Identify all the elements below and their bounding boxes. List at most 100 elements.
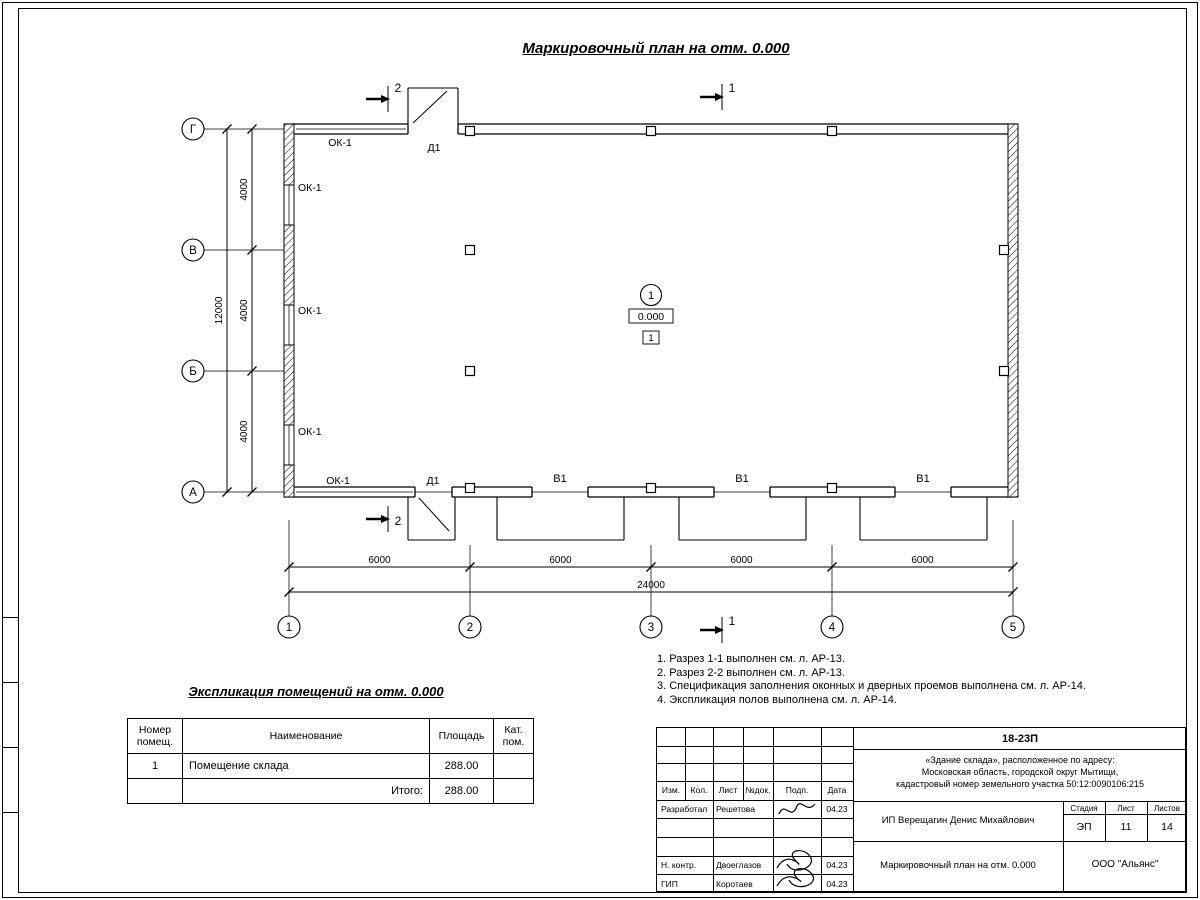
dimension-labels: 4000 4000 4000 12000 6000 6000 6000 6000…	[214, 178, 934, 591]
stamp-line	[1105, 801, 1106, 841]
explication-col-name: Наименование	[182, 718, 430, 754]
developed-date: 04.23	[826, 804, 848, 814]
section-label: 1	[729, 81, 736, 95]
room-marker-labels: 1 0.000 1	[638, 290, 664, 344]
project-address-1: «Здание склада», расположенное по адресу…	[925, 755, 1115, 765]
explication-col-number: Номер помещ.	[127, 718, 183, 754]
explication-col-cat: Кат. пом.	[493, 718, 534, 754]
stamp-line	[821, 728, 822, 893]
stamp-line	[1063, 801, 1064, 893]
stamp-line	[657, 781, 853, 782]
room-cat-cell	[493, 753, 534, 779]
stage-value: ЭП	[1076, 821, 1092, 833]
gate-tag: В1	[916, 473, 929, 485]
section-label: 2	[395, 81, 402, 95]
stamp-header-data: Дата	[827, 785, 847, 795]
stamp-line	[713, 728, 714, 893]
dim-label: 6000	[730, 555, 753, 566]
room-name-cell: Помещение склада	[182, 753, 430, 779]
project-address-3: кадастровый номер земельного участка 50:…	[896, 779, 1144, 789]
columns	[464, 125, 1010, 494]
window-tag: ОК-1	[298, 305, 322, 317]
total-label: Итого:	[182, 778, 430, 804]
gip-date: 04.23	[826, 879, 848, 889]
window-tag: ОК-1	[298, 426, 322, 438]
stamp-doc-title: Маркировочный план на отм. 0.000	[880, 860, 1036, 871]
left-margin-field-divider	[3, 617, 18, 618]
explication-col-area: Площадь	[429, 718, 494, 754]
gip-name: Коротаев	[716, 879, 753, 889]
stamp-line	[657, 855, 853, 857]
stamp-line	[853, 749, 1187, 750]
wall-lines	[284, 123, 1018, 498]
left-margin-field-divider	[3, 812, 18, 813]
client-name: ИП Верещагин Денис Михайлович	[881, 815, 1035, 826]
signatures	[776, 803, 816, 888]
note-line: 3. Спецификация заполнения оконных и две…	[657, 680, 1086, 692]
table-total-row: Итого: 288.00	[127, 778, 534, 804]
signature-developed	[778, 803, 816, 815]
gate-tag: В1	[735, 473, 748, 485]
stamp-line	[657, 837, 853, 838]
gip-label: ГИП	[661, 879, 678, 889]
axis-col-label: 5	[1010, 622, 1016, 634]
window-tag: ОК-1	[298, 182, 322, 194]
right-wall	[1007, 123, 1019, 498]
dim-label: 4000	[239, 420, 250, 443]
dim-label: 4000	[239, 178, 250, 201]
dim-label: 6000	[368, 555, 391, 566]
door-tag: Д1	[427, 475, 440, 487]
dim-label: 6000	[549, 555, 572, 566]
signature-ncontr	[776, 850, 812, 871]
project-address-2: Московская область, городской округ Мыти…	[921, 767, 1119, 777]
note-line: 4. Экспликация полов выполнена см. л. АР…	[657, 693, 897, 706]
axis-grid	[181, 117, 1025, 639]
axis-row-label: Б	[189, 366, 197, 378]
stamp-line	[657, 745, 853, 747]
sheets-value: 14	[1161, 821, 1173, 833]
axis-row-label: В	[189, 245, 197, 257]
stamp-header-kol: Кол.	[690, 785, 708, 795]
stamp-line	[657, 874, 853, 876]
porches-aprons	[407, 87, 988, 541]
stamp-line	[853, 801, 1187, 802]
left-wall	[283, 123, 295, 498]
stamp-line	[853, 841, 1187, 842]
table-row: 1 Помещение склада 288.00	[127, 753, 534, 779]
stamp-line	[853, 728, 854, 893]
drawing-title: Маркировочный план на отм. 0.000	[522, 40, 790, 57]
axis-col-label: 3	[648, 622, 654, 634]
stamp-line	[657, 799, 853, 801]
room-marker	[628, 283, 674, 345]
stamp-header-list: Лист	[718, 785, 738, 795]
axis-labels: Г В Б А 1 2 3 4 5	[189, 124, 1016, 634]
room-number-cell: 1	[127, 753, 183, 779]
left-margin-field-divider	[3, 682, 18, 683]
stamp-line	[657, 818, 853, 820]
total-value: 288.00	[429, 778, 494, 804]
room-number: 1	[648, 290, 654, 302]
sheet-label: Лист	[1117, 804, 1135, 813]
section-mark-labels: 2 2 1 1	[395, 81, 736, 628]
signature-gip	[776, 868, 814, 888]
sheet-value: 11	[1120, 821, 1132, 833]
opening-tags: ОК-1 ОК-1 ОК-1 ОК-1 ОК-1 Д1 Д1 В1 В1 В1	[298, 137, 930, 487]
stamp-header-dok: №док.	[745, 785, 771, 795]
door-tag: Д1	[428, 142, 441, 154]
axis-col-label: 1	[286, 622, 292, 634]
stamp-line	[657, 763, 853, 765]
left-margin-field-divider	[3, 747, 18, 748]
section-marks	[366, 84, 724, 643]
room-area-cell: 288.00	[429, 753, 494, 779]
explication-heading: Экспликация помещений на отм. 0.000	[188, 684, 444, 699]
stage-label: Стадия	[1070, 804, 1098, 813]
title-block: 18-23П «Здание склада», расположенное по…	[656, 727, 1187, 893]
dim-label: 4000	[239, 299, 250, 322]
room-floor-type: 1	[648, 333, 653, 344]
ncontr-date: 04.23	[826, 860, 848, 870]
note-line: 2. Разрез 2-2 выполнен см. л. АР-13.	[657, 666, 845, 679]
axis-col-label: 4	[829, 622, 836, 634]
dim-label: 12000	[214, 296, 225, 324]
dim-label: 24000	[637, 580, 665, 591]
